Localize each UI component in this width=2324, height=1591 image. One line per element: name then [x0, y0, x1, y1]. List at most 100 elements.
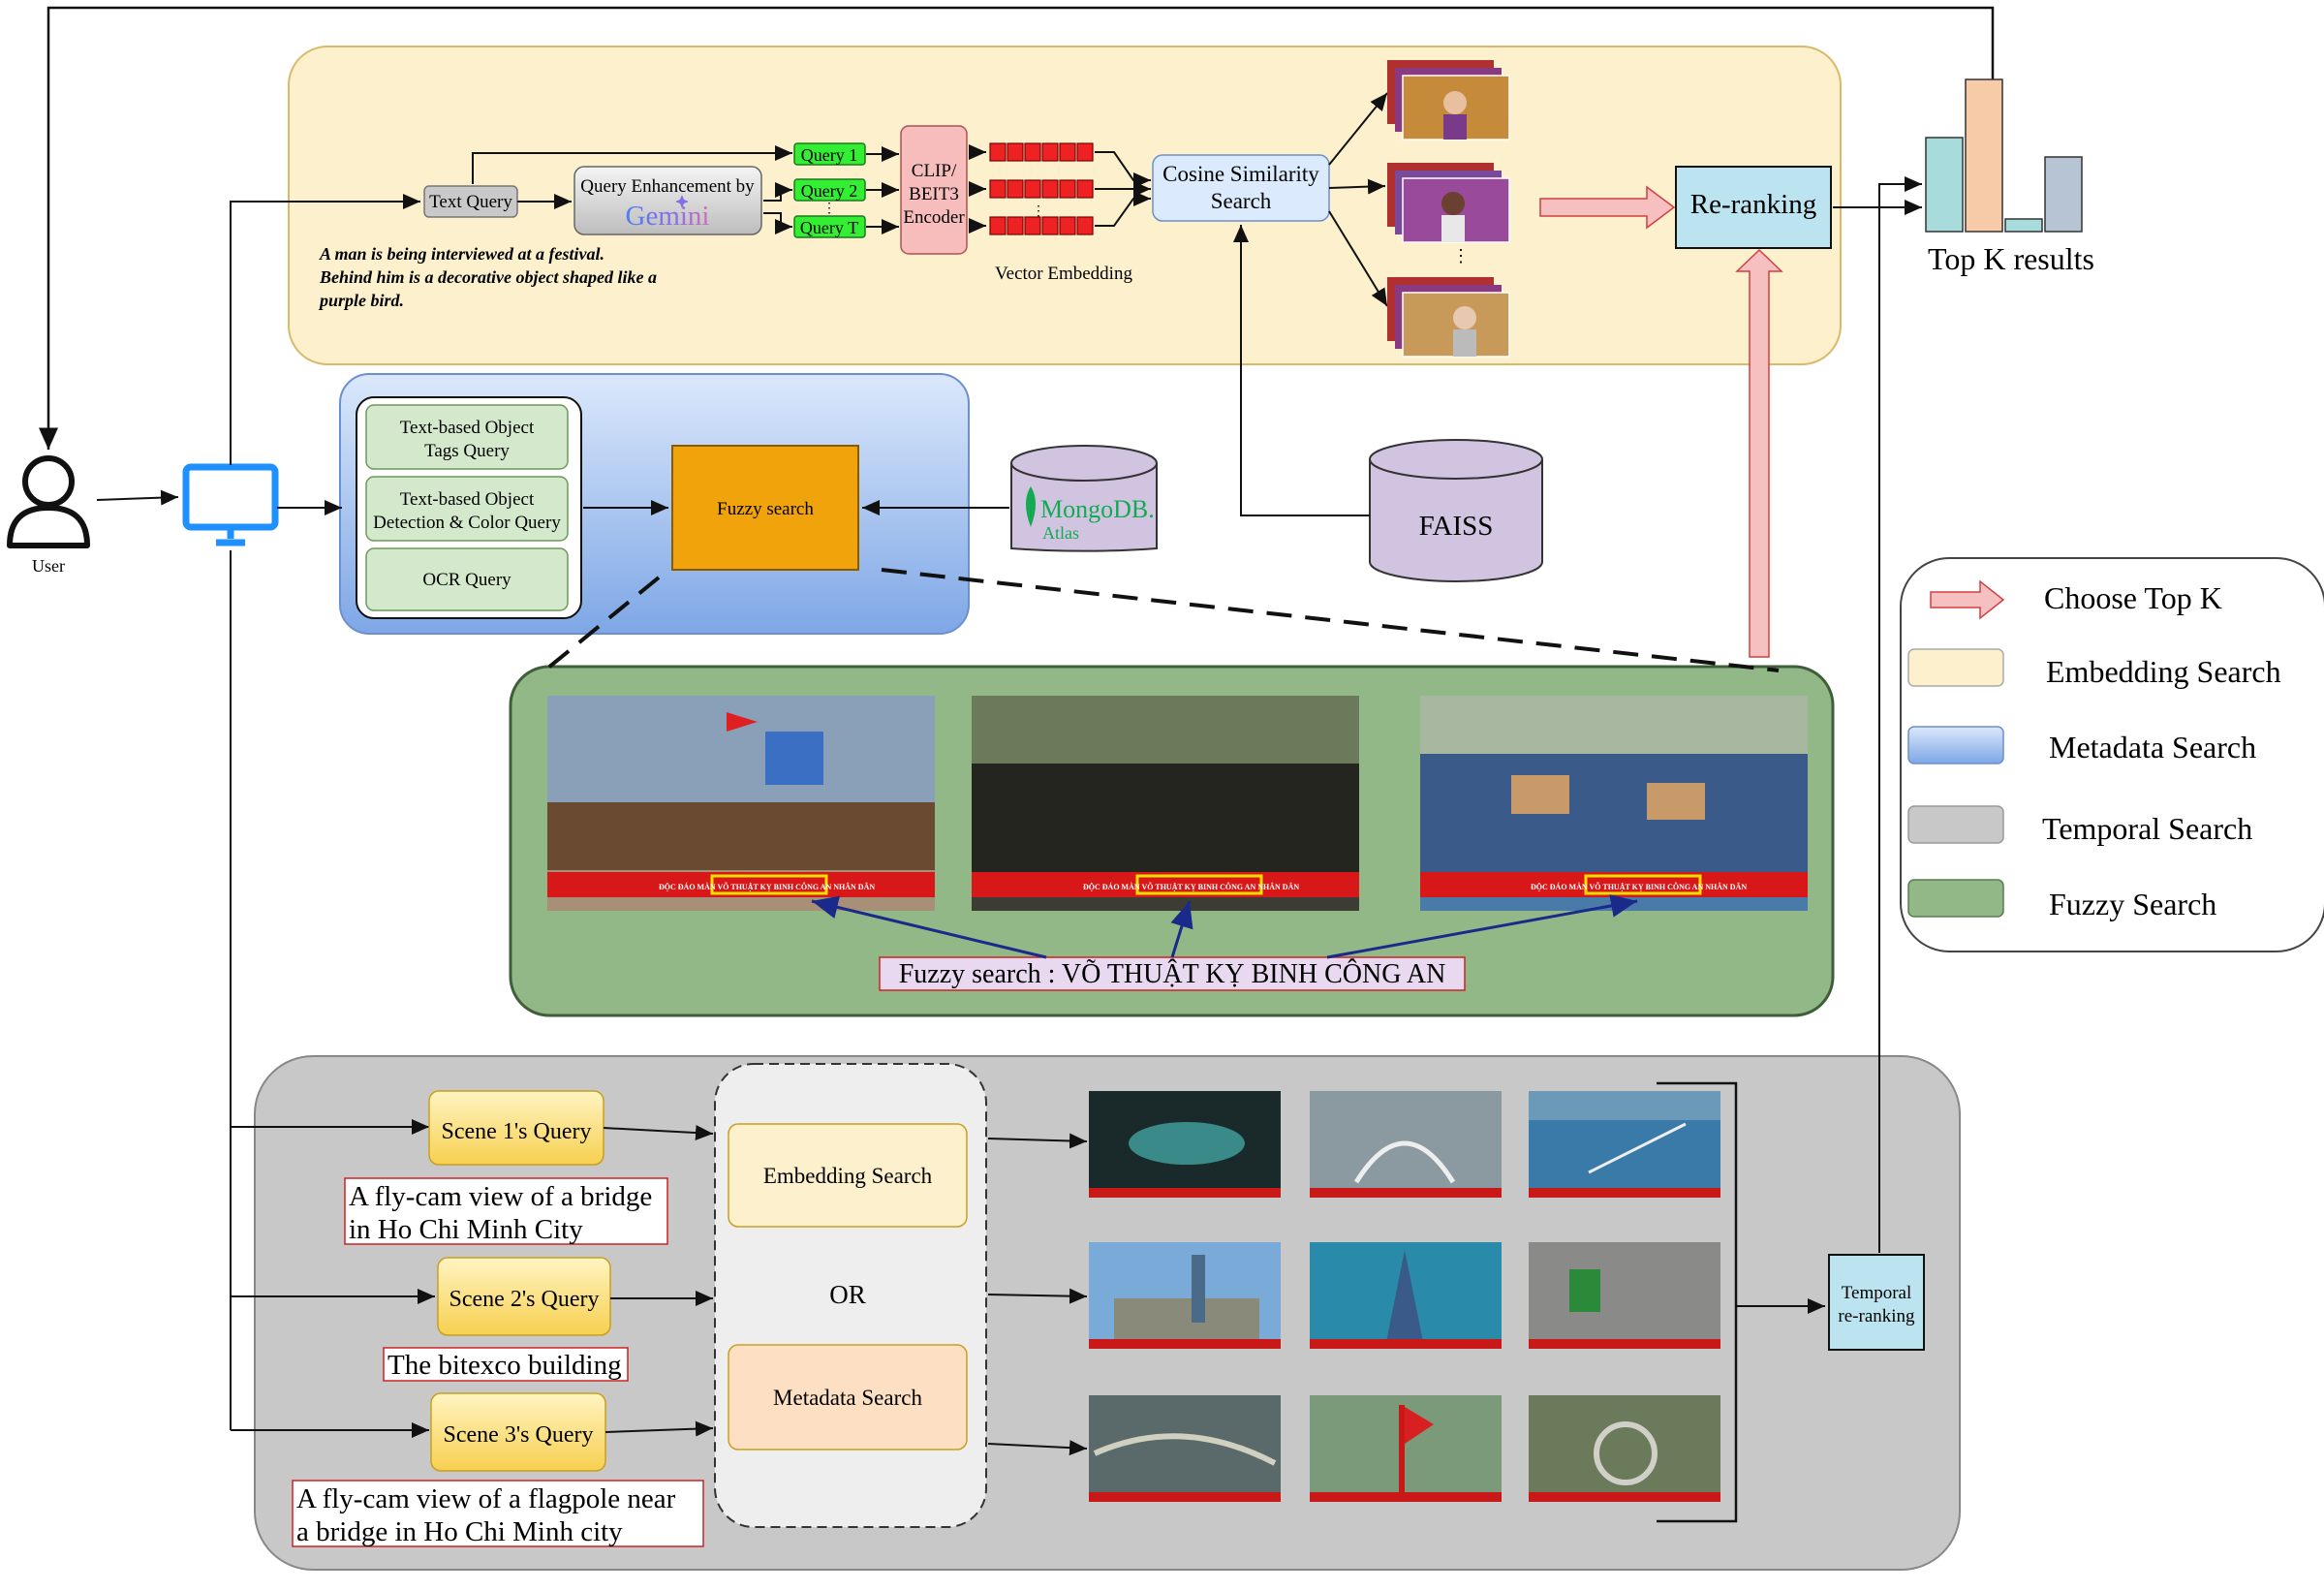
- user-label: User: [32, 556, 65, 576]
- scene3-text-line2: a bridge in Ho Chi Minh city: [296, 1516, 623, 1547]
- temporal-frame-r1c1: [1089, 1091, 1281, 1198]
- legend-temporal-label: Temporal Search: [2042, 811, 2252, 846]
- query-1-box: [793, 142, 866, 166]
- zoom-line-right: [881, 568, 1780, 672]
- choose-top-k-arrow: [1539, 185, 1676, 230]
- method-to-row2-arrow: [987, 1288, 1088, 1304]
- fuzzy-caption-box: [879, 956, 1466, 991]
- monitor-to-text-query-arrow: [230, 194, 420, 465]
- fuzzy-caption-label: Fuzzy search : VÕ THUẬT KỴ BINH CÔNG AN: [899, 959, 1446, 989]
- encoder-box: [900, 125, 968, 255]
- faiss-database: [1369, 439, 1543, 582]
- mongodb-leaf-icon: [1026, 486, 1036, 527]
- object-detection-line1: Text-based Object: [400, 489, 535, 510]
- scene3-query-label: Scene 3's Query: [444, 1422, 594, 1448]
- query-1-label: Query 1: [801, 145, 857, 165]
- legend-fuzzy-label: Fuzzy Search: [2049, 887, 2216, 921]
- object-detection-query-box: [365, 476, 569, 542]
- legend-metadata-swatch: [1907, 726, 2004, 764]
- enhancement-to-queryT-arrow: [763, 212, 792, 234]
- vector-embedding-blocks: [989, 142, 1094, 235]
- scene1-query-label: Scene 1's Query: [442, 1119, 592, 1144]
- query-2-label: Query 2: [801, 181, 857, 201]
- fuzzy-search-box: [671, 445, 859, 571]
- caption-to-frame3-arrow: [1326, 894, 1638, 959]
- temporal-frame-r3c1: [1089, 1395, 1281, 1502]
- query-enhancement-label: Query Enhancement by: [580, 176, 755, 197]
- scene3-text-line1: A fly-cam view of a flagpole near: [296, 1483, 676, 1514]
- object-detection-line2: Detection & Color Query: [373, 513, 561, 533]
- reranking-label: Re-ranking: [1690, 189, 1816, 220]
- result-stack-1: [1387, 60, 1510, 140]
- scene1-text-box: [344, 1177, 668, 1245]
- scene2-text-line1: The bitexco building: [387, 1350, 622, 1381]
- user-to-monitor-arrow: [96, 489, 179, 506]
- text-query-label: Text Query: [429, 192, 512, 212]
- gemini-sparkle-icon: [675, 195, 689, 208]
- query-T-box: [793, 215, 866, 238]
- reranking-box: [1675, 166, 1832, 249]
- temporal-metadata-search-box: [728, 1344, 968, 1451]
- vector-embedding-label: Vector Embedding: [995, 264, 1132, 284]
- temporal-reranking-line1: Temporal: [1842, 1283, 1912, 1303]
- legend-choose-top-k-label: Choose Top K: [2044, 580, 2222, 615]
- encoder-label-line1: CLIP/: [912, 161, 957, 181]
- temporal-frame-r3c3: [1529, 1395, 1720, 1502]
- legend-panel: [1900, 557, 2324, 952]
- temporal-frame-r3c2: [1310, 1395, 1502, 1502]
- gemini-logo: Gemini: [626, 201, 710, 232]
- scene3-to-method-arrow: [604, 1420, 714, 1437]
- object-tags-query-box: [365, 404, 569, 470]
- legend-fuzzy-swatch: [1907, 879, 2004, 918]
- cosine-to-result2-arrow: [1328, 178, 1386, 195]
- scene3-text-box: [292, 1480, 704, 1547]
- fuzzy-search-label: Fuzzy search: [717, 499, 814, 519]
- vec3-to-cosine-arrow: [1095, 191, 1151, 227]
- top-k-results-label: Top K results: [1928, 241, 2094, 276]
- top-k-results-chart-icon: [1925, 78, 2083, 233]
- sample-query-line2: Behind him is a decorative object shaped…: [319, 267, 657, 287]
- frames-bracket: [1657, 1081, 1738, 1523]
- temporal-reranking-line2: re-ranking: [1838, 1306, 1915, 1326]
- zoom-line-left: [541, 576, 661, 674]
- temporal-rerank-to-topk-arrow: [1878, 176, 1922, 1253]
- fuzzy-to-reranking-arrow: [1735, 248, 1783, 658]
- cosine-label-line2: Search: [1211, 189, 1272, 213]
- faiss-label: FAISS: [1419, 511, 1494, 542]
- query-T-label: Query T: [800, 218, 858, 237]
- temporal-metadata-search-label: Metadata Search: [773, 1386, 922, 1410]
- cosine-to-result1-arrow: [1328, 92, 1388, 166]
- scene1-text-line1: A fly-cam view of a bridge: [349, 1181, 652, 1212]
- mongodb-atlas-label: Atlas: [1042, 523, 1079, 543]
- legend-embedding-label: Embedding Search: [2046, 654, 2281, 689]
- user-icon: [7, 455, 90, 548]
- top-k-feedback-arrow: [39, 6, 1995, 450]
- ocr-query-label: OCR Query: [422, 570, 511, 590]
- cosine-to-result3-arrow: [1328, 210, 1388, 307]
- cosine-label-line1: Cosine Similarity: [1162, 162, 1319, 186]
- temporal-frame-r1c3: [1529, 1091, 1720, 1198]
- ocr-query-box: [365, 547, 569, 611]
- temporal-frame-r2c3: [1529, 1242, 1720, 1349]
- object-tags-line1: Text-based Object: [400, 418, 535, 438]
- fuzzy-frame-2: ĐỘC ĐÁO MÀN VÕ THUẬT KỴ BINH CÔNG AN NHÂ…: [972, 696, 1359, 911]
- legend-choose-top-k-arrow: [1930, 579, 2005, 620]
- faiss-to-cosine-arrow: [1233, 225, 1370, 516]
- temporal-reranking-box: [1828, 1254, 1925, 1351]
- scene2-query-label: Scene 2's Query: [449, 1287, 600, 1312]
- sample-query-line3: purple bird.: [318, 291, 404, 310]
- method-to-row1-arrow: [987, 1133, 1088, 1149]
- sample-query-line1: A man is being interviewed at a festival…: [319, 244, 604, 264]
- temporal-frame-r2c2: [1310, 1242, 1502, 1349]
- scene2-text-box: [383, 1347, 629, 1382]
- temporal-embedding-search-box: [728, 1123, 968, 1228]
- encoder-label-line3: Encoder: [903, 207, 965, 228]
- fuzzy-frame-3: ĐỘC ĐÁO MÀN VÕ THUẬT KỴ BINH CÔNG AN NHÂ…: [1420, 696, 1808, 911]
- fuzzy-frame-1: ĐỘC ĐÁO MÀN VÕ THUẬT KỴ BINH CÔNG AN NHÂ…: [547, 696, 935, 911]
- query-enhancement-box: [573, 166, 762, 235]
- scene1-to-method-arrow: [603, 1125, 714, 1141]
- result-ellipsis: ⋮: [1452, 246, 1470, 265]
- mongodb-label: MongoDB.: [1040, 495, 1155, 523]
- temporal-frame-r1c2: [1310, 1091, 1502, 1198]
